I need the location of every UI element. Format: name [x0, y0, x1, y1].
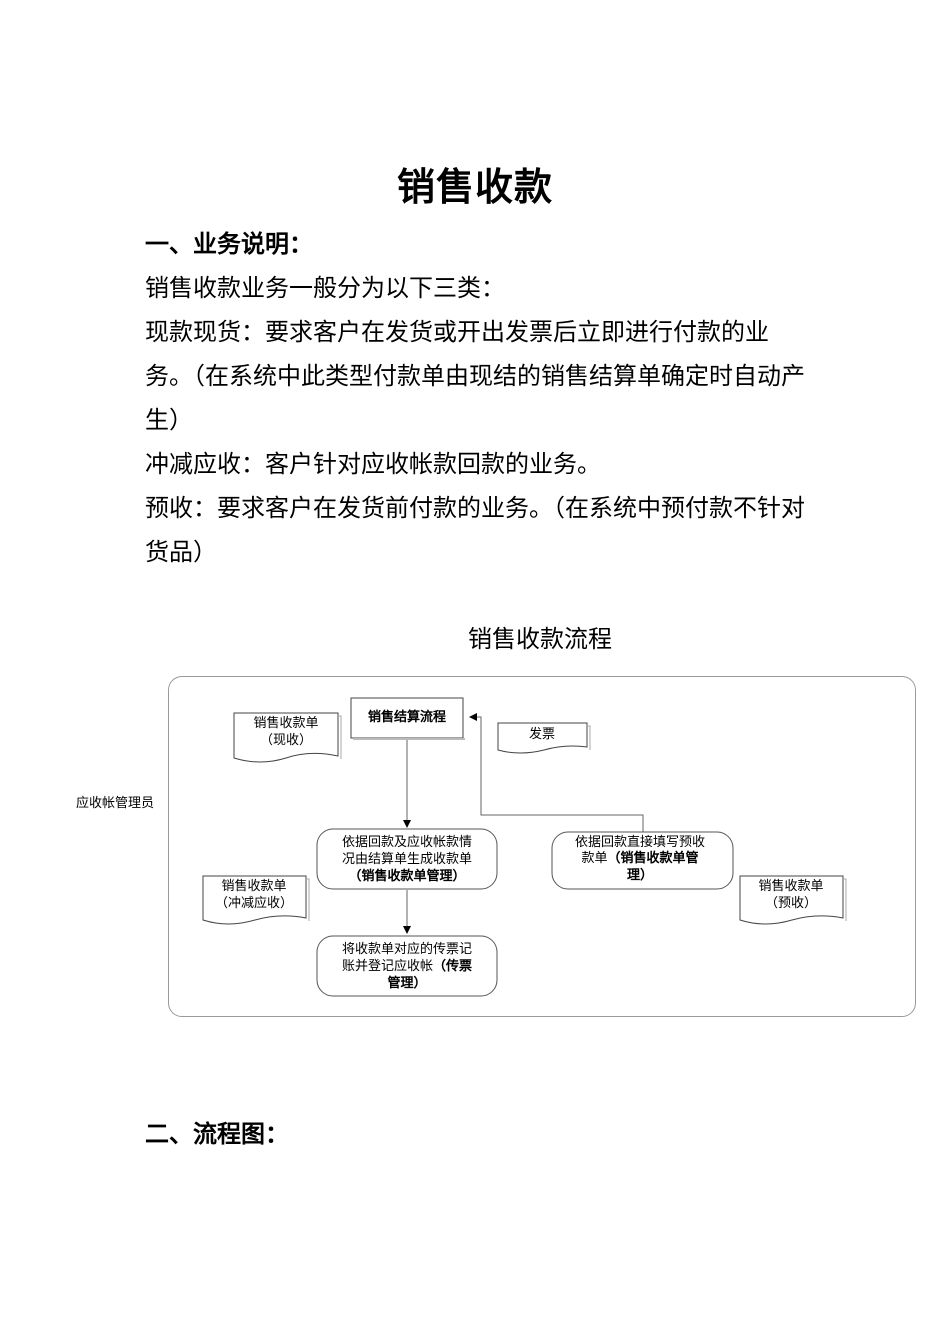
svg-text:销售收款单: 销售收款单	[253, 715, 318, 731]
document-title: 销售收款	[396, 164, 553, 209]
settlement-label: 销售结算流程	[368, 709, 446, 725]
document-offset-receipt: 销售收款单 （冲减应收）	[202, 875, 310, 925]
document-prepay-receipt: 销售收款单 （预收）	[739, 875, 847, 925]
svg-text:款单（销售收款单管: 款单（销售收款单管	[581, 850, 698, 866]
svg-text:依据回款直接填写预收: 依据回款直接填写预收	[575, 834, 705, 850]
svg-text:账并登记应收帐（传票: 账并登记应收帐（传票	[342, 958, 472, 974]
section-2-heading: 二、流程图：	[145, 1119, 289, 1148]
svg-text:依据回款及应收帐款情: 依据回款及应收帐款情	[342, 834, 472, 850]
paragraph-prepay: 预收：要求客户在发货前付款的业务。（在系统中预付款不针对货品）	[145, 494, 805, 566]
flow-title: 销售收款流程	[468, 625, 612, 653]
svg-text:（销售收款单管理）: （销售收款单管理）	[348, 868, 465, 884]
svg-text:发票: 发票	[529, 726, 555, 742]
svg-text:理）: 理）	[627, 867, 653, 883]
settlement-process-box: 销售结算流程	[350, 697, 465, 740]
arrow-direct-to-settlement	[469, 713, 644, 832]
step-post-voucher: 将收款单对应的传票记 账并登记应收帐（传票 管理）	[316, 935, 498, 997]
svg-text:（预收）: （预收）	[765, 896, 817, 911]
svg-text:况由结算单生成收款单: 况由结算单生成收款单	[342, 852, 472, 867]
paragraph-intro: 销售收款业务一般分为以下三类：	[145, 274, 505, 302]
svg-text:销售收款单: 销售收款单	[758, 878, 823, 894]
section-1-heading: 一、业务说明：	[145, 229, 313, 258]
business-description: 销售收款业务一般分为以下三类： 现款现货：要求客户在发货或开出发票后立即进行付款…	[145, 266, 815, 574]
flow-panel	[168, 676, 916, 1017]
svg-text:将收款单对应的传票记: 将收款单对应的传票记	[342, 941, 472, 957]
svg-text:（冲减应收）: （冲减应收）	[215, 895, 293, 911]
actor-label: 应收帐管理员	[76, 795, 154, 811]
document-cash-receipt: 销售收款单 （现收）	[233, 712, 342, 763]
svg-text:管理）: 管理）	[387, 975, 426, 991]
document-invoice: 发票	[497, 722, 591, 754]
paragraph-offset: 冲减应收：客户针对应收帐款回款的业务。	[145, 450, 601, 478]
step-direct-prepay: 依据回款直接填写预收 款单（销售收款单管 理）	[551, 831, 734, 890]
svg-text:（现收）: （现收）	[260, 733, 312, 748]
step-generate-receipt: 依据回款及应收帐款情 况由结算单生成收款单 （销售收款单管理）	[316, 828, 498, 890]
paragraph-cash: 现款现货：要求客户在发货或开出发票后立即进行付款的业务。（在系统中此类型付款单由…	[145, 318, 805, 434]
svg-text:销售收款单: 销售收款单	[221, 878, 286, 894]
